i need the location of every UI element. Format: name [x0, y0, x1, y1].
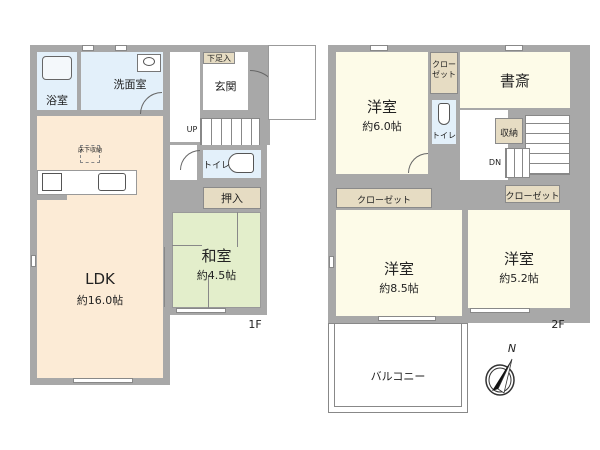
room-washitsu — [172, 212, 261, 308]
washitsu-area: 約4.5帖 — [196, 269, 237, 282]
room-western-1 — [336, 52, 428, 174]
western-1-label: 洋室 — [366, 98, 397, 116]
stairs-down-label: DN — [488, 158, 502, 167]
room-hall — [170, 52, 200, 142]
stairs-1f[interactable] — [200, 118, 260, 146]
room-western-2 — [336, 210, 462, 316]
oshiire — [203, 187, 261, 209]
balcony — [328, 323, 468, 413]
tatami-line — [237, 212, 238, 247]
washitsu-label: 和室 — [201, 247, 232, 265]
western-3-label: 洋室 — [503, 250, 534, 268]
room-study — [460, 52, 570, 108]
shoe-storage — [203, 52, 235, 64]
toilet-2f-label: トイレ — [432, 131, 456, 140]
toilet-1f-door[interactable] — [180, 150, 200, 170]
study-label: 書斎 — [499, 72, 530, 90]
closet-1-label: クロー ゼット — [432, 60, 456, 79]
underfloor-storage — [80, 145, 100, 163]
western-1-area: 約6.0帖 — [362, 120, 402, 133]
ldk-window-bottom — [73, 378, 133, 383]
tatami-line — [208, 275, 209, 308]
floor-label-2f: 2F — [551, 318, 565, 331]
closet-2-label: クローゼット — [356, 196, 411, 206]
study-window-top — [505, 45, 523, 51]
closet-3-label: クローゼット — [505, 192, 560, 202]
closet-1 — [430, 52, 458, 94]
bath-window-top — [82, 45, 94, 51]
stairs-up-label: UP — [186, 125, 198, 134]
western-2-window-bottom — [378, 316, 436, 321]
balcony-inner — [334, 323, 462, 407]
shoe-storage-label: 下足入 — [207, 54, 231, 63]
underfloor-storage-label: 床下収納 — [78, 147, 103, 154]
washroom-label: 洗面室 — [113, 78, 147, 91]
western-2-label: 洋室 — [383, 260, 414, 278]
floor-plan-1f: 浴室 洗面室 床下収納 LDK 約16.0帖 下足入 玄関 UP トイレ 押入 … — [30, 45, 316, 385]
compass-icon — [485, 358, 515, 396]
stairs-2f-lower[interactable] — [505, 148, 530, 178]
western-2-area: 約8.5帖 — [379, 282, 419, 295]
toilet-2f-icon — [438, 103, 450, 125]
floor-label-1f: 1F — [248, 318, 262, 331]
room-western-3 — [468, 210, 570, 308]
floor-plan-2f: 洋室 約6.0帖 クロー ゼット トイレ 書斎 収納 DN クローゼット 洋室 … — [300, 0, 600, 450]
kitchen-wall — [37, 195, 67, 200]
western-3-window-bottom — [470, 308, 530, 313]
closet-2 — [336, 188, 432, 208]
toilet-1f-label: トイレ — [203, 161, 231, 171]
closet-3 — [505, 185, 560, 203]
entrance-label: 玄関 — [214, 80, 237, 93]
western-3-area: 約5.2帖 — [499, 272, 539, 285]
tatami-line — [172, 245, 202, 246]
toilet-icon — [228, 153, 254, 173]
storage — [495, 118, 523, 144]
compass-north-label: N — [507, 342, 517, 355]
bath-label: 浴室 — [46, 94, 68, 107]
western-2-window-left — [329, 256, 334, 268]
ldk-label: LDK — [85, 270, 115, 288]
kitchen-sink-icon — [98, 173, 126, 191]
bathtub-icon — [42, 56, 72, 80]
washroom-window-top — [115, 45, 127, 51]
balcony-label: バルコニー — [370, 370, 426, 383]
sink-basin-icon — [143, 57, 155, 66]
ldk-window-left — [31, 255, 36, 267]
stairs-2f[interactable] — [525, 115, 570, 175]
storage-label: 収納 — [499, 129, 518, 139]
oshiire-label: 押入 — [221, 192, 243, 205]
stove-icon — [42, 173, 62, 191]
western-1-window-top — [370, 45, 388, 51]
room-ldk — [37, 116, 163, 378]
washitsu-window-bottom — [176, 308, 226, 313]
ldk-area: 約16.0帖 — [76, 294, 124, 307]
porch — [268, 45, 316, 120]
